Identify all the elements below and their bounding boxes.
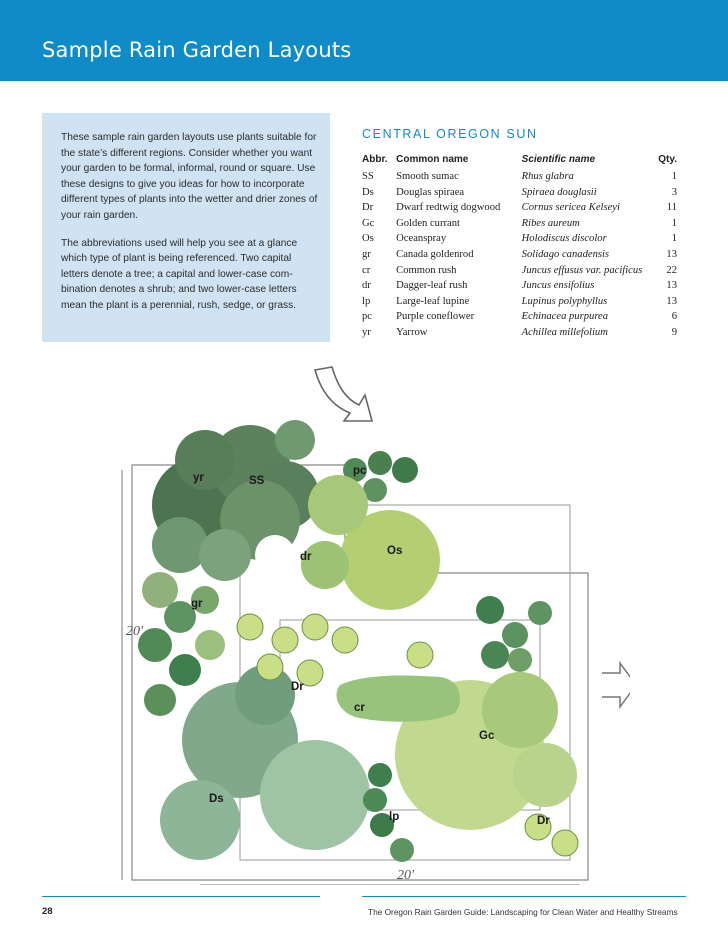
lupine-cluster <box>363 763 414 862</box>
plan-label-cr: cr <box>354 702 365 714</box>
scientific-name-cell: Juncus effusus var. pacificus <box>521 264 643 276</box>
abbr-cell: pc <box>362 311 372 323</box>
table-header-row: Abbr. Common name Scientific name Qty. <box>360 152 683 169</box>
abbr-cell: SS <box>362 171 374 182</box>
table-row: Os Oceanspray Holodiscus discolor 1 <box>360 231 683 247</box>
header-abbr: Abbr. <box>362 154 388 165</box>
garden-plan <box>121 366 630 885</box>
footer-title: The Oregon Rain Garden Guide: Landscapin… <box>368 907 678 917</box>
section-title: CENTRAL OREGON SUN <box>362 127 538 141</box>
common-name-cell: Dwarf redtwig dogwood <box>396 202 501 214</box>
qty-cell: 1 <box>671 217 677 229</box>
height-dimension-label: 20' <box>126 624 143 639</box>
scientific-name-cell: Holodiscus discolor <box>521 233 607 245</box>
plan-label-lp: lp <box>389 811 400 823</box>
scientific-name-cell: Spiraea douglasii <box>521 186 597 198</box>
abbr-cell: yr <box>362 326 371 338</box>
header-qty: Qty. <box>658 154 677 165</box>
qty-cell: 3 <box>671 186 677 198</box>
table-row: cr Common rush Juncus effusus var. pacific… <box>360 263 683 279</box>
abbr-cell: cr <box>362 264 371 276</box>
page-title: Sample Rain Garden Layouts <box>42 38 352 62</box>
scientific-name-cell: Cornus sericea Kelseyi <box>521 202 620 214</box>
qty-cell: 13 <box>666 280 677 292</box>
qty-cell: 6 <box>671 311 677 323</box>
scientific-name-cell: Achillea millefolium <box>521 326 608 338</box>
plan-label-pc: pc <box>353 465 367 477</box>
common-name-cell: Smooth sumac <box>396 171 459 182</box>
header-banner: Sample Rain Garden Layouts <box>0 0 728 81</box>
table-row: Ds Douglas spiraea Spiraea douglasii 3 <box>360 185 683 201</box>
qty-cell: 11 <box>666 202 677 214</box>
goldenrod-cluster <box>138 572 225 716</box>
plan-label-yr: yr <box>193 472 204 484</box>
plan-label-dr-shrub: Dr <box>291 681 304 693</box>
rush-area <box>336 675 460 722</box>
plant-table: Abbr. Common name Scientific name Qty. S… <box>360 152 683 341</box>
width-dimension-label: 20' <box>397 868 414 883</box>
qty-cell: 13 <box>666 248 677 260</box>
right-goldenrod-cluster <box>476 596 552 672</box>
plan-label-gc: Gc <box>479 730 495 742</box>
plan-label-os: Os <box>387 545 403 557</box>
oceanspray-area <box>301 451 440 610</box>
common-name-cell: Douglas spiraea <box>396 186 465 198</box>
qty-cell: 22 <box>666 264 677 276</box>
table-row: Gc Golden currant Ribes aureum 1 <box>360 216 683 232</box>
footer-rule-left <box>42 896 320 897</box>
abbr-cell: Gc <box>362 217 375 229</box>
plan-label-dr: dr <box>300 551 312 563</box>
header-scientific-name: Scientific name <box>521 154 596 165</box>
qty-cell: 13 <box>666 295 677 307</box>
scientific-name-cell: Rhus glabra <box>521 171 574 182</box>
common-name-cell: Purple coneflower <box>396 311 475 323</box>
abbr-cell: gr <box>362 248 371 260</box>
scientific-name-cell: Juncus ensifolius <box>521 280 595 292</box>
outflow-arrow-icon <box>602 660 630 710</box>
intro-box: These sample rain garden layouts use pla… <box>42 113 330 342</box>
common-name-cell: Common rush <box>396 264 457 276</box>
sumac-tree-cluster <box>152 420 319 581</box>
table-row: dr Dagger-leaf rush Juncus ensifolius 13 <box>360 278 683 294</box>
plan-label-gr: gr <box>191 598 203 610</box>
dogwood-shrubs <box>236 613 579 857</box>
table-row: Dr Dwarf redtwig dogwood Cornus sericea Ke… <box>360 200 683 216</box>
intro-paragraph-2: The abbreviations used will help you see… <box>61 237 298 311</box>
abbr-cell: Dr <box>362 202 374 214</box>
qty-cell: 1 <box>671 233 677 245</box>
common-name-cell: Yarrow <box>396 326 428 338</box>
abbr-cell: lp <box>362 295 371 307</box>
qty-cell: 1 <box>671 171 677 182</box>
table-row: pc Purple coneflower Echinacea purpurea 6 <box>360 309 683 325</box>
table-row: gr Canada goldenrod Solidago canadensis 13 <box>360 247 683 263</box>
plan-label-dr-shrub-2: Dr <box>537 815 550 827</box>
plan-label-ds: Ds <box>209 793 224 805</box>
scientific-name-cell: Lupinus polyphyllus <box>521 295 608 307</box>
qty-cell: 9 <box>671 326 677 338</box>
abbr-cell: Os <box>362 233 374 245</box>
common-name-cell: Oceanspray <box>396 233 447 245</box>
abbr-cell: dr <box>362 280 371 292</box>
common-name-cell: Large-leaf lupine <box>396 295 470 307</box>
table-row: SS Smooth sumac Rhus glabra 1 <box>360 169 683 185</box>
abbr-cell: Ds <box>362 186 374 198</box>
footer-rule-right <box>362 896 686 897</box>
plan-label-ss: SS <box>249 475 265 487</box>
page-number: 28 <box>42 906 53 917</box>
header-common-name: Common name <box>396 154 469 165</box>
inflow-arrow-icon <box>313 366 374 422</box>
scientific-name-cell: Ribes aureum <box>521 217 580 229</box>
intro-paragraph-1: These sample rain garden layouts use pla… <box>61 132 318 221</box>
common-name-cell: Golden currant <box>396 217 460 229</box>
table-row: yr Yarrow Achillea millefolium 9 <box>360 325 683 341</box>
table-row: lp Large-leaf lupine Lupinus polyphyllus 13 <box>360 294 683 310</box>
common-name-cell: Canada goldenrod <box>396 248 474 260</box>
common-name-cell: Dagger-leaf rush <box>396 280 468 292</box>
scientific-name-cell: Echinacea purpurea <box>521 311 609 323</box>
scientific-name-cell: Solidago canadensis <box>521 248 610 260</box>
spiraea-shrubs <box>160 665 370 860</box>
